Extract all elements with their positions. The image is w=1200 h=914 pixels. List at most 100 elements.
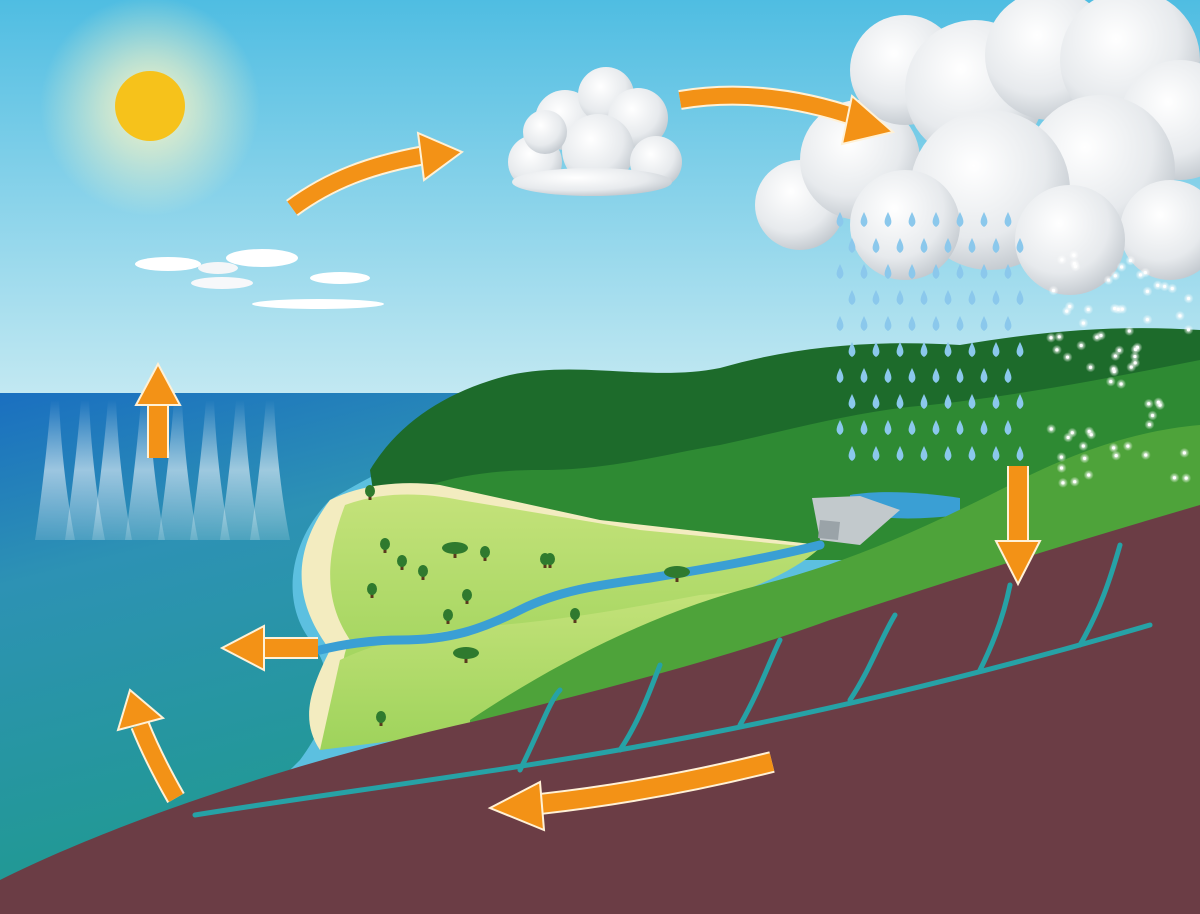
tree-icon (480, 546, 490, 561)
snowflake-icon (1122, 441, 1133, 452)
tree-icon (462, 589, 472, 604)
vapor-plume (92, 400, 132, 540)
vapor-plume (158, 400, 198, 540)
raindrop-icon (920, 394, 928, 409)
raindrop-icon (896, 446, 904, 461)
tree-icon (570, 608, 580, 623)
snowflake-icon (1153, 397, 1164, 408)
snowflake-icon (1076, 340, 1087, 351)
snowflake-icon (1063, 432, 1074, 443)
raindrop-icon (944, 394, 952, 409)
snowflake-icon (1048, 285, 1059, 296)
arrow-icon (219, 624, 318, 672)
snowflake-icon (1078, 318, 1089, 329)
raindrop-icon (956, 368, 964, 383)
raindrop-icon (932, 420, 940, 435)
raindrop-icon (860, 420, 868, 435)
snowflake-icon (1183, 324, 1194, 335)
raindrop-icon (836, 264, 844, 279)
raindrop-icon (848, 342, 856, 357)
cycle-arrows (116, 85, 1042, 832)
snowflake-icon (1142, 286, 1153, 297)
raindrop-icon (980, 264, 988, 279)
raindrop-icon (920, 446, 928, 461)
snowflake-icon (1174, 310, 1185, 321)
tree-icon (443, 609, 453, 624)
trees (365, 485, 690, 726)
raindrop-icon (1016, 290, 1024, 305)
raindrop-icon (836, 368, 844, 383)
raindrop-icon (908, 316, 916, 331)
dam-icon (812, 496, 900, 545)
raindrop-icon (884, 212, 892, 227)
snowflake-icon (1083, 304, 1094, 315)
tree-icon (664, 566, 690, 582)
soil (0, 505, 1200, 914)
raindrop-icon (920, 342, 928, 357)
snowflake-icon (1125, 255, 1136, 266)
snowflake-icon (1159, 281, 1170, 292)
arrow-icon (116, 688, 185, 803)
snow (1046, 250, 1194, 488)
raindrop-icon (896, 290, 904, 305)
raindrop-icon (908, 368, 916, 383)
snowflake-icon (1144, 419, 1155, 430)
snowflake-icon (1046, 332, 1057, 343)
raindrop-icon (980, 316, 988, 331)
tree-icon (367, 583, 377, 598)
snowflake-icon (1057, 477, 1068, 488)
snowflake-icon (1142, 314, 1153, 325)
snowflake-icon (1179, 447, 1190, 458)
raindrop-icon (944, 342, 952, 357)
raindrop-icon (836, 420, 844, 435)
raindrop-icon (884, 368, 892, 383)
snowflake-icon (1054, 331, 1065, 342)
raindrop-icon (848, 238, 856, 253)
raindrop-icon (908, 212, 916, 227)
vapor-plume (250, 400, 290, 540)
raindrop-icon (992, 290, 1000, 305)
raindrop-icon (872, 446, 880, 461)
raindrop-icon (980, 212, 988, 227)
river (315, 540, 825, 655)
raindrop-icon (992, 342, 1000, 357)
raindrop-icon (896, 342, 904, 357)
raindrop-icon (956, 420, 964, 435)
snowflake-icon (1124, 325, 1135, 336)
raindrop-icon (992, 446, 1000, 461)
snowflake-icon (1130, 357, 1141, 368)
raindrop-icon (1016, 342, 1024, 357)
snowflake-icon (1051, 344, 1062, 355)
raindrop-icon (896, 238, 904, 253)
raindrop-icon (920, 238, 928, 253)
raindrop-icon (992, 394, 1000, 409)
raindrop-icon (944, 238, 952, 253)
raindrop-icon (1004, 368, 1012, 383)
raindrop-icon (932, 264, 940, 279)
snowflake-icon (1116, 261, 1127, 272)
arrow-icon (994, 466, 1042, 587)
raindrop-icon (1004, 420, 1012, 435)
raindrop-icon (956, 212, 964, 227)
sun-icon (40, 0, 260, 216)
raindrop-icon (944, 290, 952, 305)
tree-icon (376, 711, 386, 726)
snowflake-icon (1116, 378, 1127, 389)
raindrop-icon (908, 264, 916, 279)
snowflake-icon (1169, 472, 1180, 483)
snowflake-icon (1056, 254, 1067, 265)
raindrop-icon (980, 420, 988, 435)
raindrop-icon (860, 316, 868, 331)
raindrop-icon (848, 290, 856, 305)
raindrop-icon (932, 316, 940, 331)
snowflake-icon (1046, 423, 1057, 434)
wispy-clouds (135, 249, 384, 309)
raindrop-icon (872, 290, 880, 305)
vapor-plume (35, 400, 75, 540)
snowflake-icon (1183, 293, 1194, 304)
raindrop-icon (860, 264, 868, 279)
tree-icon (418, 565, 428, 580)
snowflake-icon (1083, 469, 1094, 480)
raindrop-icon (920, 290, 928, 305)
